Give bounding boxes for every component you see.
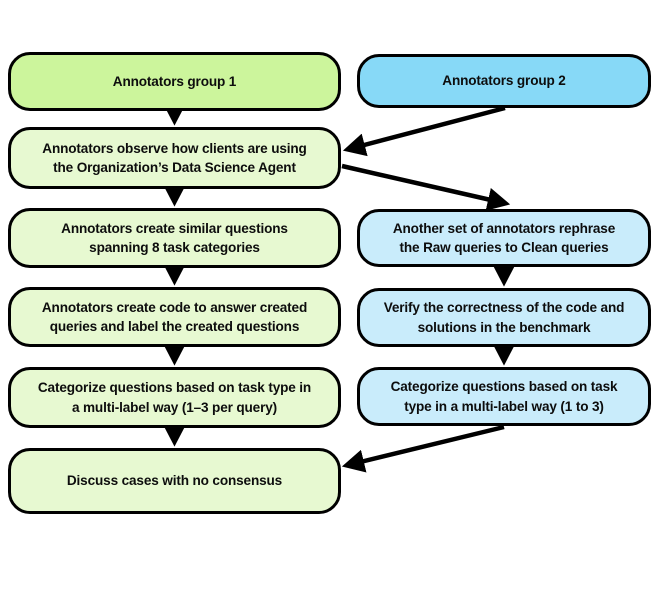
edge-b3-a5 xyxy=(341,424,505,473)
node-annotators-observe-clients[interactable]: Annotators observe how clients are using… xyxy=(8,127,341,189)
node-label: Discuss cases with no consensus xyxy=(66,473,283,489)
node-label: Verify the correctness of the code and s… xyxy=(383,300,625,335)
node-categorize-questions-left[interactable]: Categorize questions based on task type … xyxy=(8,367,341,428)
node-label: Annotators group 2 xyxy=(442,73,566,89)
node-create-similar-questions[interactable]: Annotators create similar questions span… xyxy=(8,208,341,268)
node-label: Categorize questions based on task type … xyxy=(37,380,312,415)
node-annotators-group-1[interactable]: Annotators group 1 xyxy=(8,52,341,111)
node-label: Categorize questions based on task type … xyxy=(390,379,618,414)
node-label: Another set of annotators rephrase the R… xyxy=(392,220,616,255)
node-verify-correctness[interactable]: Verify the correctness of the code and s… xyxy=(357,288,651,347)
node-label: Annotators create code to answer created… xyxy=(41,299,308,334)
node-create-code-and-label[interactable]: Annotators create code to answer created… xyxy=(8,287,341,347)
node-label: Annotators create similar questions span… xyxy=(61,220,288,255)
node-label: Annotators group 1 xyxy=(112,73,237,89)
edge-a1-b1 xyxy=(341,163,511,211)
node-categorize-questions-right[interactable]: Categorize questions based on task type … xyxy=(357,367,651,426)
node-rephrase-raw-to-clean[interactable]: Another set of annotators rephrase the R… xyxy=(357,209,651,267)
node-label: Annotators observe how clients are using… xyxy=(42,140,307,175)
node-discuss-no-consensus[interactable]: Discuss cases with no consensus xyxy=(8,448,341,514)
node-annotators-group-2[interactable]: Annotators group 2 xyxy=(357,54,651,108)
edge-b0-a1 xyxy=(342,105,506,157)
